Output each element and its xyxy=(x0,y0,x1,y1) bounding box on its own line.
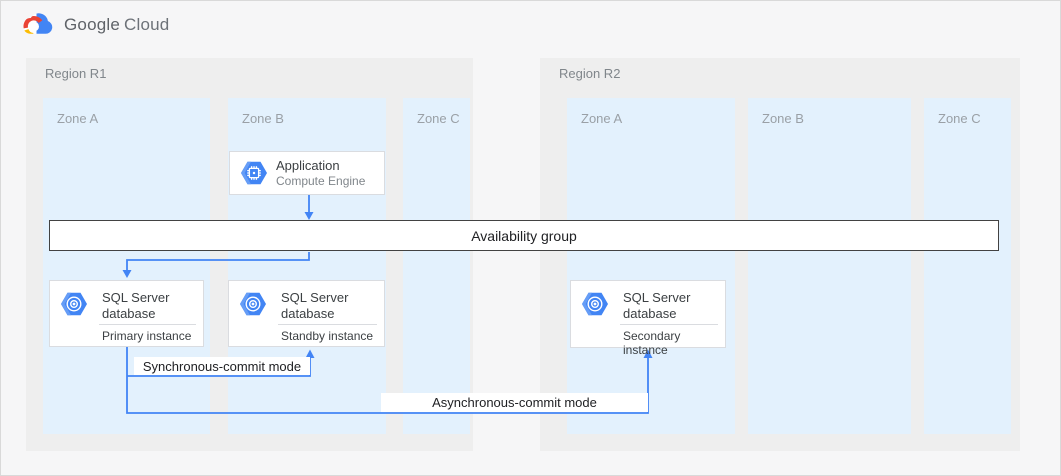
sql-primary-subtitle: Primary instance xyxy=(102,329,192,343)
sql-standby-node: SQL Server database Standby instance xyxy=(228,280,385,347)
r1-zone-a-label: Zone A xyxy=(57,111,99,126)
r2-zone-c: Zone C xyxy=(924,98,1011,434)
r2-zone-b: Zone B xyxy=(748,98,911,434)
sql-secondary-title: SQL Server database xyxy=(623,290,691,321)
application-title: Application xyxy=(276,157,340,173)
r1-zone-c: Zone C xyxy=(403,98,470,434)
r1-zone-c-label: Zone C xyxy=(417,111,460,126)
logo-word-google: Google xyxy=(64,15,121,34)
async-commit-label: Asynchronous-commit mode xyxy=(381,393,648,412)
r1-zone-a: Zone A xyxy=(43,98,210,434)
sql-secondary-node: SQL Server database Secondary instance xyxy=(570,280,726,357)
r2-zone-c-label: Zone C xyxy=(938,111,981,126)
r2-zone-b-label: Zone B xyxy=(762,111,804,126)
r2-zone-a: Zone A xyxy=(567,98,735,434)
application-node: Application Compute Engine xyxy=(229,151,385,195)
logo-word-cloud: Cloud xyxy=(124,15,170,34)
sql-standby-subtitle: Standby instance xyxy=(281,329,374,343)
application-subtitle: Compute Engine xyxy=(276,173,366,188)
google-cloud-logo-icon xyxy=(21,12,55,38)
sql-primary-node: SQL Server database Primary instance xyxy=(49,280,204,347)
r1-zone-b: Zone B xyxy=(228,98,386,434)
divider xyxy=(278,324,377,325)
sql-server-icon xyxy=(60,290,88,318)
sql-primary-title: SQL Server database xyxy=(102,290,170,321)
r1-zone-b-label: Zone B xyxy=(242,111,284,126)
divider xyxy=(620,324,718,325)
availability-group-bar: Availability group xyxy=(49,220,999,251)
sync-commit-label: Synchronous-commit mode xyxy=(134,357,310,375)
region-r2-label: Region R2 xyxy=(559,66,621,81)
region-r1-label: Region R1 xyxy=(45,66,107,81)
compute-engine-icon xyxy=(240,159,268,187)
sql-secondary-subtitle: Secondary instance xyxy=(623,329,681,357)
divider xyxy=(99,324,196,325)
sql-server-icon xyxy=(239,290,267,318)
sql-server-icon xyxy=(581,290,609,318)
availability-group-label: Availability group xyxy=(471,227,577,244)
r2-zone-a-label: Zone A xyxy=(581,111,623,126)
sql-standby-title: SQL Server database xyxy=(281,290,349,321)
